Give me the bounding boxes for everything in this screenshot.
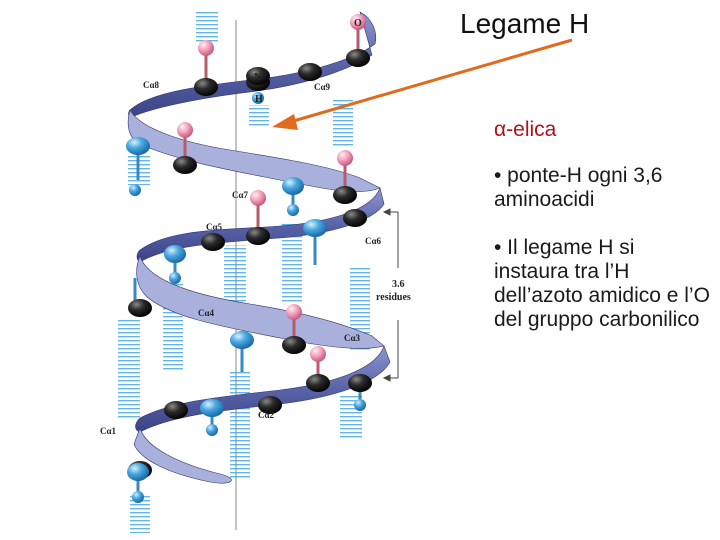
residues-word: residues xyxy=(376,292,411,303)
calpha-label: Cα2 xyxy=(258,410,275,420)
calpha-label: Cα3 xyxy=(344,333,361,343)
nitrogen-atoms xyxy=(126,137,327,481)
h-label: H xyxy=(255,94,263,105)
calpha-label: Cα1 xyxy=(100,426,117,436)
carbon-atoms xyxy=(128,49,372,479)
bullet-hbond-description: • Il legame H si instaura tra l’H dell’a… xyxy=(494,236,710,331)
nh-marker: N H O xyxy=(246,18,362,105)
h-bond-arrow xyxy=(272,38,573,130)
calpha-label: Cα5 xyxy=(206,222,223,232)
calpha-labels: Cα8 Cα9 Cα7 Cα5 Cα6 Cα4 Cα3 Cα1 Cα2 xyxy=(100,80,382,436)
calpha-label: Cα9 xyxy=(314,82,331,92)
calpha-label: Cα7 xyxy=(232,190,249,200)
o-label: O xyxy=(354,18,362,29)
oxygen-atoms xyxy=(177,14,366,362)
helix-heading: α-elica xyxy=(494,118,557,141)
hydrogen-atoms-small xyxy=(129,184,366,503)
calpha-label: Cα8 xyxy=(143,80,160,90)
description-panel: α-elica • ponte-H ogni 3,6 aminoacidi • … xyxy=(494,118,714,356)
bullet-hbond-frequency: • ponte-H ogni 3,6 aminoacidi xyxy=(494,164,663,211)
slide-title: Legame H xyxy=(460,8,590,39)
calpha-label: Cα6 xyxy=(365,236,382,246)
residues-bracket xyxy=(382,208,399,382)
calpha-label: Cα4 xyxy=(198,308,215,318)
n-label: N xyxy=(254,72,262,83)
residues-number: 3.6 xyxy=(392,279,405,290)
